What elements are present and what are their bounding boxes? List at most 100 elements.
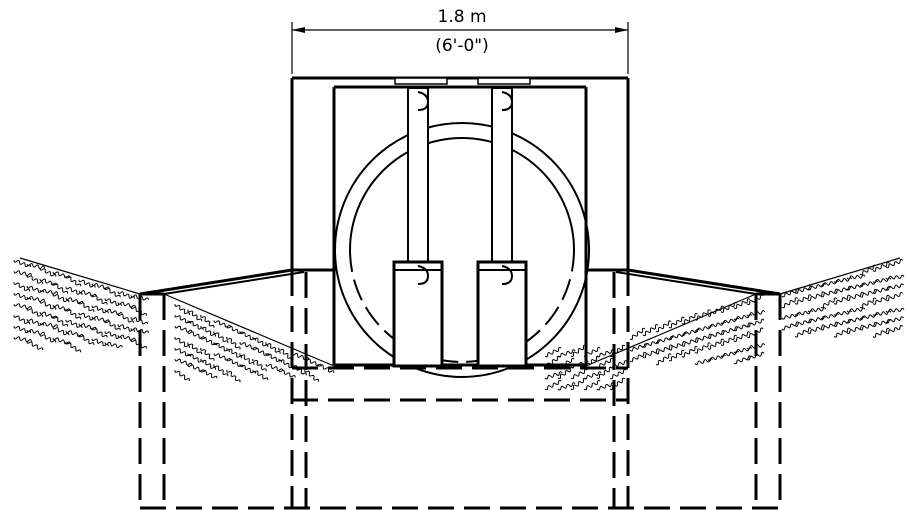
soil-hatch-stroke [833, 318, 852, 327]
soil-hatch-stroke [65, 297, 84, 304]
soil-hatch-stroke [794, 294, 812, 305]
soil-hatch-stroke [104, 308, 123, 316]
soil-hatch-stroke [794, 327, 812, 338]
soil-hatch-stroke [104, 331, 122, 339]
soil-hatch-stroke [859, 264, 877, 276]
soil-hatch-stroke [544, 371, 563, 380]
soil-hatch-stroke [694, 342, 711, 354]
soil-hatch-stroke [720, 334, 738, 346]
soil-hatch-stroke [609, 360, 628, 369]
soil-hatch-stroke [39, 300, 57, 310]
soil-hatch-stroke [570, 344, 587, 358]
soil-hatch-stroke [570, 368, 588, 380]
soil-hatch-stroke [187, 364, 205, 372]
soil-hatch-stroke [746, 310, 766, 317]
soil-hatch-stroke [213, 331, 229, 344]
soil-hatch-stroke [213, 342, 230, 352]
soil-hatch-stroke [746, 343, 766, 350]
soil-hatch-stroke [65, 275, 82, 287]
soil-hatch-stroke [130, 306, 147, 316]
soil-hatch-stroke [187, 309, 203, 322]
soil-hatch-stroke [557, 349, 576, 358]
soil-hatch-stroke [694, 333, 713, 343]
soil-hatch-stroke [885, 307, 905, 313]
soil-hatch-stroke [596, 382, 615, 391]
soil-hatch-stroke [39, 311, 58, 319]
soil-hatch-stroke [833, 285, 852, 294]
soil-hatch-stroke [265, 363, 284, 372]
soil-hatch-stroke [104, 298, 122, 306]
soil-hatch-stroke [78, 279, 96, 288]
soil-hatch-stroke [252, 358, 267, 372]
soil-hatch-stroke [859, 321, 878, 331]
soil-hatch-stroke [733, 322, 752, 332]
soil-hatch-stroke [544, 346, 562, 358]
footings-dashed [138, 270, 782, 510]
soil-hatch-stroke [846, 274, 866, 280]
soil-hatch-stroke [130, 327, 149, 334]
grate-plates [394, 77, 531, 85]
soil-hatch-stroke [65, 319, 83, 329]
soil-hatch-stroke [794, 285, 813, 294]
soil-hatch-stroke [781, 321, 800, 331]
soil-hatch-stroke [746, 294, 764, 306]
soil-hatch-stroke [583, 371, 602, 380]
soil-hatch-stroke [130, 317, 149, 325]
structure-outer-wall [290, 76, 630, 270]
soil-hatch-stroke [885, 316, 904, 324]
soil-hatch-stroke [872, 294, 890, 305]
soil-hatch-stroke [707, 329, 726, 340]
soil-hatch-stroke [52, 315, 69, 327]
soil-hatch-stroke [583, 346, 601, 358]
soil-hatch-stroke [117, 301, 136, 308]
soil-hatch-stroke [213, 364, 229, 377]
soil-hatch-stroke [681, 345, 698, 358]
soil-hatch-stroke [52, 326, 70, 336]
soil-hatch-stroke [52, 293, 70, 303]
inner-box [332, 85, 588, 367]
soil-hatch-stroke [733, 346, 753, 354]
soil-hatch-stroke [13, 303, 32, 310]
soil-hatch-stroke [13, 282, 31, 292]
soil-hatch-stroke [807, 307, 827, 313]
soil-hatch-stroke [820, 297, 838, 309]
soil-hatch-stroke [707, 354, 726, 362]
soil-hatch-stroke [781, 288, 800, 298]
pipe-section [334, 122, 590, 378]
soil-hatch-stroke [239, 342, 258, 350]
soil-hatch-stroke [104, 287, 121, 298]
soil-hatch-stroke [668, 332, 687, 340]
soil-hatch-stroke [846, 291, 865, 302]
dimension-imperial-label: (6'-0") [435, 36, 489, 56]
soil-hatch-stroke [39, 288, 59, 295]
soil-hatch-stroke [304, 369, 319, 382]
soil-hatch-stroke [859, 288, 878, 298]
soil-hatch-stroke [39, 333, 57, 343]
soil-hatch-stroke [807, 282, 826, 291]
width-dimension: 1.8 m (6'-0") [291, 7, 629, 74]
soil-hatch-stroke [213, 353, 231, 361]
soil-hatch-stroke [707, 321, 726, 329]
soil-hatch-stroke [174, 303, 190, 316]
soil-hatch-stroke [733, 355, 752, 365]
soil-hatch-stroke [200, 314, 215, 328]
soil-hatch-stroke [846, 307, 866, 313]
dimension-metric-label: 1.8 m [438, 7, 487, 27]
soil-hatch-stroke [872, 286, 891, 295]
soil-hatch-stroke [252, 369, 269, 381]
soil-hatch-stroke [694, 357, 713, 366]
soil-hatch-stroke [859, 297, 877, 309]
soil-hatch-stroke [609, 368, 627, 380]
soil-hatch-stroke [239, 353, 255, 365]
soil-hatch-stroke [629, 327, 646, 341]
soil-hatch-stroke [187, 331, 205, 339]
soil-hatch-stroke [872, 319, 891, 328]
soil-hatch-stroke [570, 360, 589, 369]
soil-hatch-stroke [681, 337, 699, 347]
soil-hatch-stroke [557, 357, 575, 369]
soil-hatch-stroke [720, 317, 740, 325]
soil-hatch-stroke [872, 327, 890, 338]
soil-hatch-stroke [117, 334, 136, 341]
soil-hatch-stroke [746, 351, 765, 361]
